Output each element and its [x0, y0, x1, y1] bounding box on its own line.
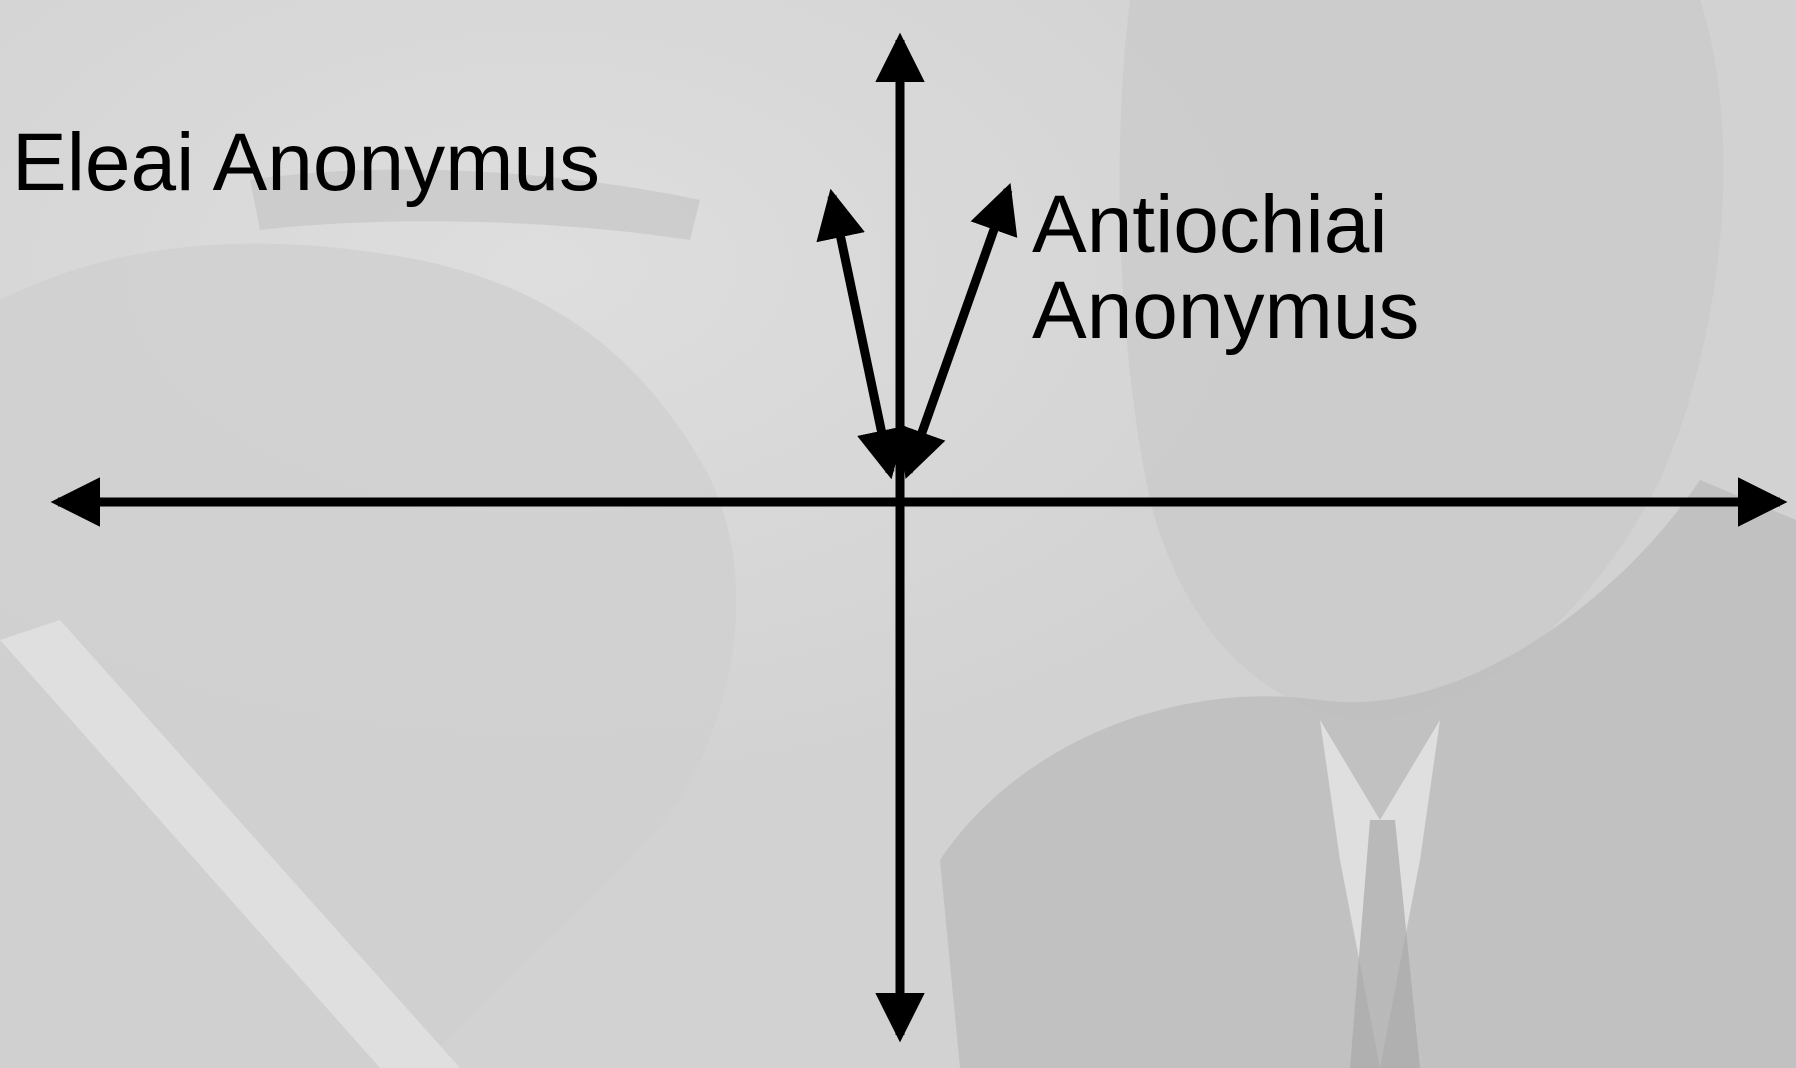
antiochiai-vector-arrow [908, 190, 1008, 472]
antiochiai-label-line1: Antiochiai [1032, 182, 1419, 268]
eleai-vector-arrow [832, 196, 890, 472]
eleai-anonymus-label: Eleai Anonymus [12, 120, 600, 206]
antiochiai-anonymus-label: Antiochiai Anonymus [1032, 182, 1419, 354]
antiochiai-label-line2: Anonymus [1032, 268, 1419, 354]
